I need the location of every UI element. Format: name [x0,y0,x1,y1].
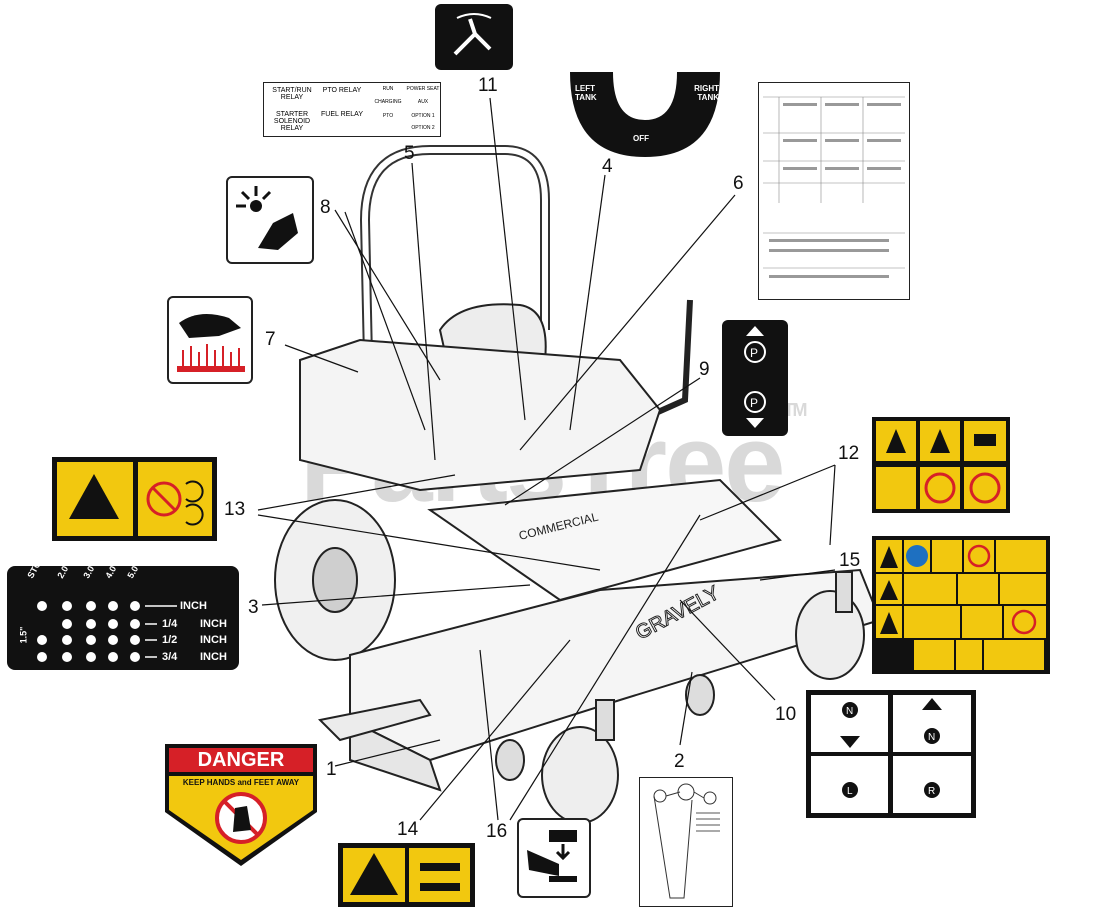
svg-text:N: N [846,706,853,717]
callout-1[interactable]: 1 [326,759,337,780]
height-row-three-quarter: 3/4 [162,651,178,663]
foot-pictograms [343,848,470,902]
callout-12[interactable]: 12 [838,443,860,464]
pinch-pictograms [57,462,212,536]
fuel-selector-shape [570,72,720,157]
callout-10[interactable]: 10 [775,704,797,725]
relay-cell: FUEL RELAY [320,111,363,118]
callout-13[interactable]: 13 [224,499,246,520]
right-tank-label: RIGHT TANK [694,84,719,102]
decal-danger[interactable]: DANGER KEEP HANDS and FEET AWAY [163,742,319,868]
decal-maintenance-chart[interactable] [758,82,910,300]
relay-cell: STARTER SOLENOID RELAY [273,111,311,132]
decal-cutting-height[interactable]: STONE 2.0" 3.0" 4.0" 5.0" 1.5" INCH 1/4 … [7,548,239,670]
height-row-half: 1/2 [162,634,178,646]
callout-8[interactable]: 8 [320,197,331,218]
danger-shape [165,744,317,866]
callout-16[interactable]: 16 [486,821,508,842]
decal-rollover-warning[interactable] [872,417,1010,513]
relay-cell: START/RUN RELAY [272,87,312,101]
callout-7[interactable]: 7 [265,329,276,350]
crush-hand-icon [527,830,577,882]
decal-hot-surface[interactable] [167,296,253,384]
svg-text:R: R [928,786,935,797]
callout-14[interactable]: 14 [397,819,419,840]
decal-foot-warning[interactable] [338,843,475,907]
callout-11[interactable]: 11 [478,75,498,96]
decal-pinch-warning[interactable] [52,457,217,541]
left-tank-label: LEFT TANK [575,84,597,102]
warning-pictograms [876,421,1006,509]
callout-4[interactable]: 4 [602,156,613,177]
safety-pictograms [876,540,1046,670]
height-row-quarter-unit: INCH [200,618,227,630]
height-row-half-unit: INCH [200,634,227,646]
maintenance-table-graphic [763,96,905,278]
relay-cell: POWER SEAT [406,86,440,92]
decal-seat-lever[interactable] [435,4,513,70]
hot-surface-icon [177,314,245,372]
explosion-hand-icon [236,186,298,250]
relay-cell: PTO [382,113,394,119]
decal-parking-brake[interactable]: P P [722,320,788,436]
relay-cell: PTO RELAY [322,87,362,94]
svg-text:N: N [928,732,935,743]
belt-routing-diagram [653,783,720,899]
decal-crush-hazard[interactable] [517,818,591,898]
off-label: OFF [633,134,649,143]
callout-9[interactable]: 9 [699,359,710,380]
svg-text:L: L [847,786,853,797]
parking-brake-icon: P P [744,326,766,428]
svg-text:P: P [750,346,758,360]
callout-3[interactable]: 3 [248,597,259,618]
decal-thrown-object-warning[interactable] [226,176,314,264]
relay-cell: OPTION 2 [411,125,435,131]
callout-6[interactable]: 6 [733,173,744,194]
height-row-inch: INCH [180,600,207,612]
relay-cell: RUN [382,86,394,92]
danger-title: DANGER [197,749,285,771]
seat-lever-icon [453,13,492,56]
relay-cell: CHARGING [374,99,402,105]
height-row-three-quarter-unit: INCH [200,651,227,663]
callout-15[interactable]: 15 [839,550,861,571]
callout-5[interactable]: 5 [404,143,415,164]
callout-2[interactable]: 2 [674,751,685,772]
height-holes [37,601,177,662]
steering-pictograms: N N L R [811,695,971,813]
height-row-quarter: 1/4 [162,618,178,630]
relay-cell: AUX [417,99,429,105]
danger-subtitle: KEEP HANDS and FEET AWAY [182,778,300,787]
decal-safety-panel[interactable] [872,536,1050,674]
decal-relay-chart[interactable]: START/RUN RELAY PTO RELAY STARTER SOLENO… [263,82,441,137]
decal-steering-motion[interactable]: N N L R [806,690,976,818]
relay-cell: OPTION 1 [411,113,435,119]
decal-belt-routing[interactable] [639,777,733,907]
svg-text:P: P [750,396,758,410]
decal-fuel-selector[interactable]: LEFT TANK RIGHT TANK OFF [565,72,725,157]
